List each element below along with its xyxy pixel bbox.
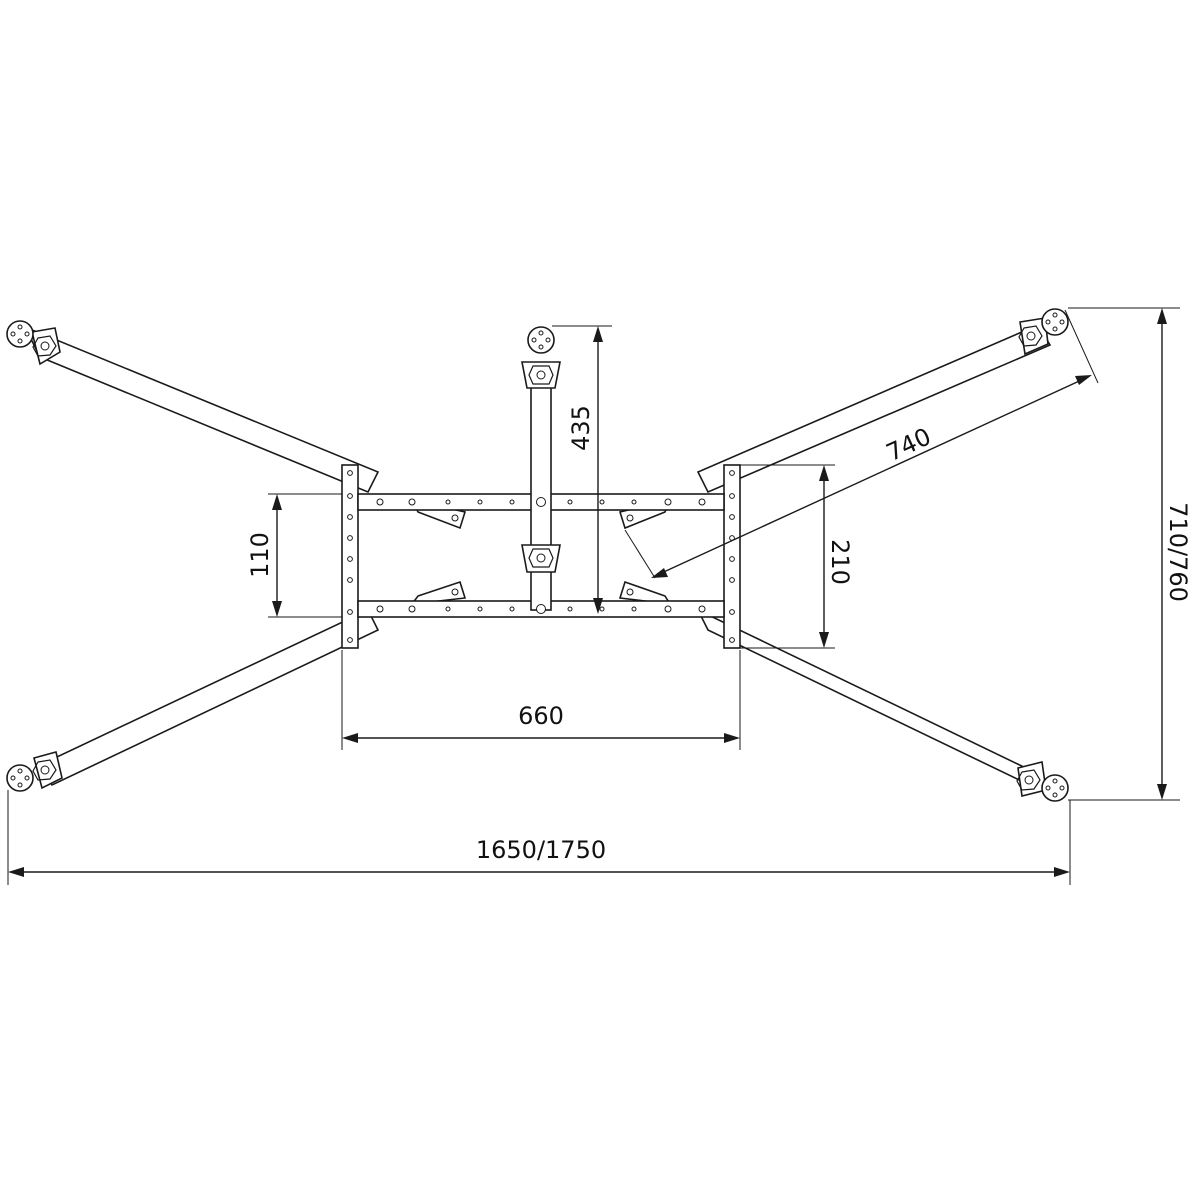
plate-hole [729, 556, 735, 562]
rail-holes [376, 497, 706, 614]
plate-hole [347, 535, 353, 541]
tl-bolt [40, 341, 50, 351]
rail-hole [536, 497, 546, 507]
arm-bottom-left [38, 608, 380, 787]
plate-hole [347, 637, 353, 643]
center-upper-bolt [536, 370, 546, 380]
rail-hole [509, 606, 515, 612]
dim-line-diagonal-arm [654, 376, 1089, 577]
rail-hole [664, 498, 672, 506]
plate-holes [347, 470, 735, 643]
plate-hole [729, 637, 735, 643]
tab-hole [451, 588, 459, 596]
arm-bottom-right [696, 608, 1042, 792]
plate-hole [347, 493, 353, 499]
label-overall-width: 1650/1750 [476, 836, 606, 864]
center-lower-nut [528, 548, 554, 568]
arrowhead [1157, 308, 1167, 324]
br-bolt [1024, 775, 1034, 785]
rail-hole [408, 498, 416, 506]
rail-hole [509, 499, 515, 505]
rail-hole [599, 606, 605, 612]
foot-center [527, 326, 555, 354]
rail-hole [445, 499, 451, 505]
feet [6, 308, 1069, 802]
arm-top-right [696, 323, 1052, 494]
rail-hole [567, 606, 573, 612]
plate-hole [729, 609, 735, 615]
arrowhead [342, 733, 358, 743]
arm-top-left [23, 325, 380, 494]
foot-top-right [1041, 308, 1069, 336]
rail-hole [567, 499, 573, 505]
arrowhead [272, 601, 282, 617]
rail-hole [599, 499, 605, 505]
plate-hole [347, 556, 353, 562]
label-frame-width: 660 [518, 702, 564, 730]
arrowhead [272, 494, 282, 510]
tl-nut [32, 335, 57, 357]
plate-hole [729, 514, 735, 520]
label-overall-height: 710/760 [1164, 502, 1192, 602]
rail-hole [376, 498, 384, 506]
rail-hole [698, 498, 706, 506]
bl-nut [32, 759, 57, 781]
rail-hole [698, 605, 706, 613]
label-rail-spacing: 110 [246, 532, 274, 578]
tr-bolt [1026, 331, 1036, 341]
rail-hole [664, 605, 672, 613]
plate-hole [729, 577, 735, 583]
rail-hole [477, 606, 483, 612]
arrowhead [1157, 784, 1167, 800]
plate-hole [347, 577, 353, 583]
plate-hole [347, 514, 353, 520]
arrowhead [593, 326, 603, 342]
tr-nut [1018, 325, 1043, 347]
arrowhead [651, 568, 668, 578]
extension-lines [7, 307, 1180, 885]
rail-hole [445, 606, 451, 612]
label-center-leg: 435 [567, 405, 595, 451]
rail-hole [376, 605, 384, 613]
foot-bottom-left [6, 764, 34, 792]
arrowhead [8, 867, 24, 877]
plate-hole [347, 609, 353, 615]
mount-blocks [31, 317, 1049, 797]
plate-hole [347, 470, 353, 476]
dimension-lines [8, 308, 1167, 877]
foot-bottom-right [1041, 774, 1069, 802]
center-leg-bar [530, 379, 552, 611]
center-lower-bolt [536, 553, 546, 563]
center-upper-nut [528, 365, 554, 385]
arrowhead [1054, 867, 1070, 877]
foot-top-left [6, 320, 34, 348]
plate-hole [729, 493, 735, 499]
rail-hole [631, 606, 637, 612]
arrowhead [1075, 375, 1092, 385]
label-diagonal-arm: 740 [882, 422, 935, 467]
rail-hole [631, 499, 637, 505]
central-frame [341, 379, 741, 649]
plate-hole [729, 470, 735, 476]
rail-hole [477, 499, 483, 505]
rail-hole [408, 605, 416, 613]
tab-hole [626, 588, 634, 596]
arrowhead [724, 733, 740, 743]
dimension-labels: 1650/1750 660 110 435 210 710/760 740 [246, 405, 1192, 864]
label-bracket-spacing: 210 [826, 539, 854, 585]
arrowhead [819, 465, 829, 481]
br-nut [1016, 769, 1041, 791]
bl-bolt [40, 765, 50, 775]
rail-hole [536, 604, 546, 614]
tab-hole [626, 514, 634, 522]
arrowhead [593, 598, 603, 614]
arrowhead [819, 632, 829, 648]
tab-hole [451, 514, 459, 522]
